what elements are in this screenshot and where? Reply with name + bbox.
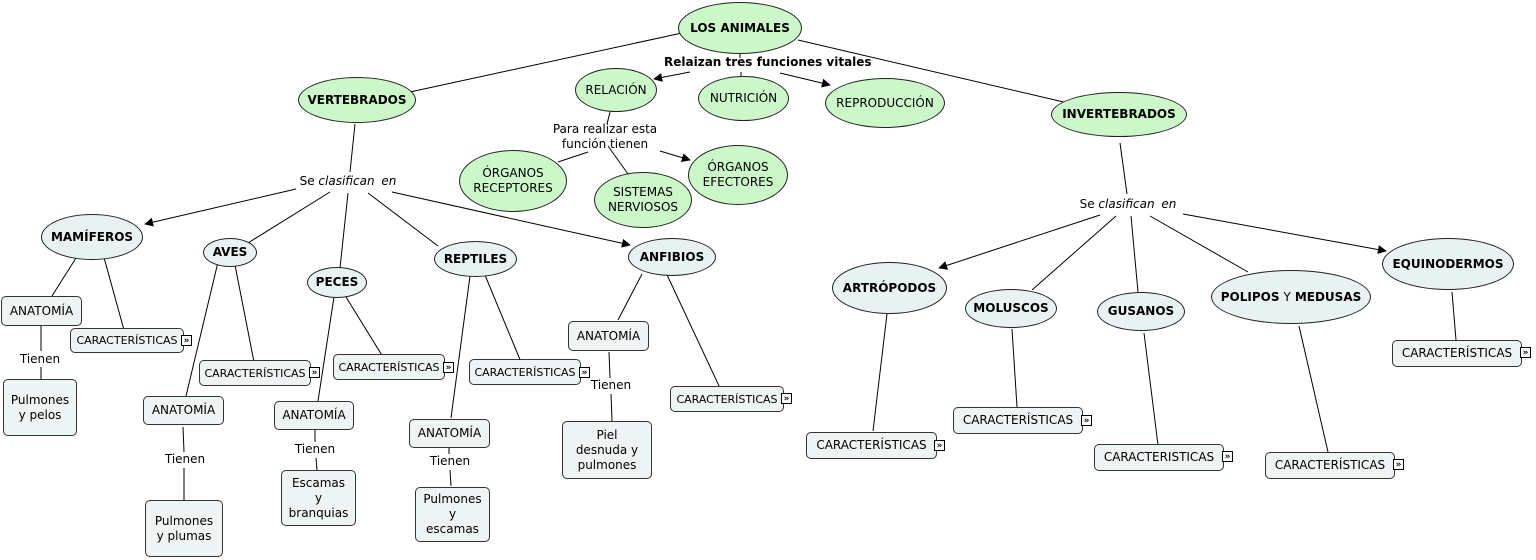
inv-classify-verb: clasifican xyxy=(1098,197,1155,211)
polipos-y: Y xyxy=(1283,289,1291,304)
aves-anatomia[interactable]: ANATOMÍA xyxy=(143,396,224,425)
mamiferos-node[interactable]: MAMÍFEROS xyxy=(41,214,143,260)
moluscos-node[interactable]: MOLUSCOS xyxy=(965,289,1057,328)
reptiles-node[interactable]: REPTILES xyxy=(434,241,517,277)
nutricion-node[interactable]: NUTRICIÓN xyxy=(698,76,789,121)
inv-classify-en: en xyxy=(1161,197,1177,211)
artropodos-node[interactable]: ARTRÓPODOS xyxy=(832,262,947,314)
polipos-expand-icon[interactable]: » xyxy=(1393,459,1404,470)
peces-anatomia[interactable]: ANATOMÍA xyxy=(274,401,354,430)
invertebrados-node[interactable]: INVERTEBRADOS xyxy=(1051,92,1187,137)
inv-classify-se: Se xyxy=(1079,197,1095,211)
aves-expand-icon[interactable]: » xyxy=(309,367,320,378)
mamiferos-tienen-label: Tienen xyxy=(18,352,62,367)
aves-caracteristicas[interactable]: CARACTERÍSTICAS xyxy=(199,360,311,386)
relacion-node[interactable]: RELACIÓN xyxy=(575,68,657,112)
moluscos-expand-icon[interactable]: » xyxy=(1081,415,1092,426)
peces-tienen-label: Tienen xyxy=(292,442,338,457)
gusanos-expand-icon[interactable]: » xyxy=(1222,451,1233,462)
aves-node[interactable]: AVES xyxy=(203,238,257,267)
classify-verb: clasifican xyxy=(318,174,375,188)
sistemas-nerviosos-node[interactable]: SISTEMAS NERVIOSOS xyxy=(594,172,692,228)
aves-leaf[interactable]: Pulmones y plumas xyxy=(145,500,223,557)
peces-caracteristicas[interactable]: CARACTERÍSTICAS xyxy=(333,354,445,380)
classify-en: en xyxy=(381,174,397,188)
reproduccion-node[interactable]: REPRODUCCIÓN xyxy=(825,78,945,128)
artropodos-caracteristicas[interactable]: CARACTERÍSTICAS xyxy=(806,432,937,459)
artropodos-expand-icon[interactable]: » xyxy=(934,440,945,451)
peces-leaf[interactable]: Escamas y branquias xyxy=(281,470,356,526)
anfibios-expand-icon[interactable]: » xyxy=(781,393,792,404)
moluscos-caracteristicas[interactable]: CARACTERÍSTICAS xyxy=(953,407,1083,434)
reptiles-caracteristicas[interactable]: CARACTERÍSTICAS xyxy=(469,359,581,385)
polipos-label: POLIPOS xyxy=(1220,289,1280,304)
mamiferos-leaf[interactable]: Pulmones y pelos xyxy=(3,379,77,436)
vital-functions-label: Relaizan tres funciones vitales xyxy=(664,55,872,69)
polipos-medusas-node[interactable]: POLIPOS Y MEDUSAS xyxy=(1211,270,1371,324)
gusanos-node[interactable]: GUSANOS xyxy=(1097,292,1185,331)
organos-efectores-node[interactable]: ÓRGANOS EFECTORES xyxy=(688,145,788,205)
mamiferos-expand-icon[interactable]: » xyxy=(181,335,192,346)
para-realizar-label: Para realizar esta función tienen xyxy=(552,122,658,151)
anfibios-node[interactable]: ANFIBIOS xyxy=(628,238,716,276)
anfibios-leaf[interactable]: Piel desnuda y pulmones xyxy=(562,421,652,479)
reptiles-expand-icon[interactable]: » xyxy=(579,367,590,378)
mamiferos-anatomia[interactable]: ANATOMÍA xyxy=(1,296,82,326)
inv-classify-label: Se clasifican en xyxy=(1076,197,1180,212)
reptiles-leaf[interactable]: Pulmones y escamas xyxy=(415,487,490,542)
vert-classify-label: Se clasifican en xyxy=(296,174,400,189)
equinodermos-expand-icon[interactable]: » xyxy=(1520,347,1531,358)
gusanos-caracteristicas[interactable]: CARACTERISTICAS xyxy=(1094,444,1224,471)
organos-receptores-node[interactable]: ÓRGANOS RECEPTORES xyxy=(459,150,567,212)
aves-tienen-label: Tienen xyxy=(162,452,208,467)
medusas-label: MEDUSAS xyxy=(1294,289,1362,304)
anfibios-caracteristicas[interactable]: CARACTERÍSTICAS xyxy=(670,386,784,412)
classify-se: Se xyxy=(299,174,315,188)
peces-expand-icon[interactable]: » xyxy=(443,362,454,373)
equinodermos-caracteristicas[interactable]: CARACTERÍSTICAS xyxy=(1392,340,1522,367)
anfibios-anatomia[interactable]: ANATOMÍA xyxy=(568,321,649,351)
vertebrados-node[interactable]: VERTEBRADOS xyxy=(298,77,416,123)
polipos-caracteristicas[interactable]: CARACTERÍSTICAS xyxy=(1265,452,1395,479)
root-node[interactable]: LOS ANIMALES xyxy=(678,2,802,54)
reptiles-tienen-label: Tienen xyxy=(428,454,472,469)
peces-node[interactable]: PECES xyxy=(307,267,367,298)
reptiles-anatomia[interactable]: ANATOMÍA xyxy=(409,419,490,448)
equinodermos-node[interactable]: EQUINODERMOS xyxy=(1382,238,1514,290)
anfibios-tienen-label: Tienen xyxy=(588,378,634,393)
mamiferos-caracteristicas[interactable]: CARACTERÍSTICAS xyxy=(70,328,184,353)
